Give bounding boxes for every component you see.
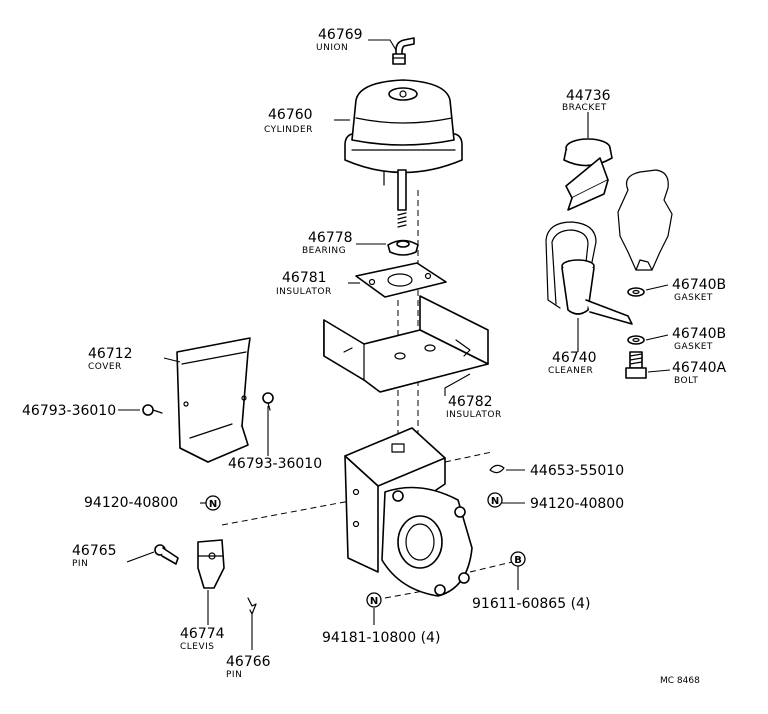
pin-lower-part [247,597,257,615]
bolt-flange-number: 91611-60865 (4) [472,596,590,612]
pin-lower-name: PIN [226,670,242,680]
nut-flange-number: 94181-10800 (4) [322,630,440,646]
screw-left-number: 46793-36010 [22,403,116,419]
bearing-name: BEARING [302,246,346,256]
label-pin-upper: 46765 PIN [72,543,117,569]
label-bolt: 46740A BOLT [672,360,727,386]
cover-name: COVER [88,362,122,372]
badge-bolt-flange: B [510,551,526,567]
label-cleaner: 46740 CLEANER [548,350,597,376]
clip-part [489,464,505,474]
label-nut-right: 94120-40800 [530,496,624,512]
gasket-lower-part [627,335,645,345]
label-nut-left: 94120-40800 [84,495,178,511]
pin-upper-name: PIN [72,559,88,569]
nut-right-number: 94120-40800 [530,496,624,512]
label-union: 46769 UNION [316,27,363,53]
insulator-plate-number: 46781 [282,270,327,286]
insulator-bracket-name: INSULATOR [446,410,502,420]
clip-number: 44653-55010 [530,463,624,479]
phantom-part [617,169,673,271]
gasket-lower-name: GASKET [674,342,713,352]
clevis-part [197,539,225,589]
pin-upper-number: 46765 [72,543,117,559]
gasket-upper-part [627,287,645,297]
bracket-part [563,138,613,211]
label-gasket-lower: 46740B GASKET [672,326,726,352]
label-bracket: 44736 BRACKET [562,88,611,113]
label-gasket-upper: 46740B GASKET [672,277,726,303]
gasket-upper-name: GASKET [674,293,713,303]
cover-part [176,337,251,463]
gasket-upper-number: 46740B [672,277,726,293]
label-bearing: 46778 BEARING [302,230,353,256]
badge-nut-flange: N [366,592,382,608]
clevis-number: 46774 [180,626,225,642]
label-nut-flange: 94181-10800 (4) [322,630,440,646]
bolt-name: BOLT [674,376,698,386]
svg-text:N: N [370,596,378,607]
label-clip: 44653-55010 [530,463,624,479]
cylinder-number: 46760 [268,107,313,123]
insulator-plate-name: INSULATOR [276,287,332,297]
label-bolt-flange: 91611-60865 (4) [472,596,590,612]
svg-text:N: N [209,499,217,510]
bolt-number: 46740A [672,360,727,376]
drawing-reference: MC 8468 [660,676,700,686]
bracket-name: BRACKET [562,103,607,113]
label-insulator-plate: 46781 INSULATOR [276,270,332,297]
label-screw-right: 46793-36010 [228,456,322,472]
label-insulator-bracket: 46782 INSULATOR [446,394,502,420]
badge-nut-right: N [487,492,503,508]
label-cover: 46712 COVER [88,346,133,372]
pin-upper-part [154,544,179,565]
cylinder-part [344,79,463,228]
insulator-plate-part [355,262,447,298]
screw-left-part [142,404,163,416]
bolt-part [625,351,647,379]
gasket-lower-number: 46740B [672,326,726,342]
bracket-number: 44736 [566,88,611,104]
svg-text:B: B [514,555,522,566]
cover-number: 46712 [88,346,133,362]
cleaner-number: 46740 [552,350,597,366]
label-clevis: 46774 CLEVIS [180,626,225,652]
union-name: UNION [316,43,348,53]
label-screw-left: 46793-36010 [22,403,116,419]
insulator-bracket-part [323,295,489,393]
union-number: 46769 [318,27,363,43]
insulator-bracket-number: 46782 [448,394,493,410]
cleaner-name: CLEANER [548,366,593,376]
bearing-part [387,239,419,256]
mount-bracket-part [344,427,446,573]
flange-body-part [381,486,473,597]
union-part [392,37,415,65]
svg-text:N: N [491,496,499,507]
clevis-name: CLEVIS [180,642,215,652]
nut-left-number: 94120-40800 [84,495,178,511]
leader-lines [118,39,671,650]
cleaner-part [545,221,633,325]
bearing-number: 46778 [308,230,353,246]
label-pin-lower: 46766 PIN [226,654,271,680]
cylinder-name: CYLINDER [264,125,313,135]
badge-nut-left: N [205,495,221,511]
pin-lower-number: 46766 [226,654,271,670]
screw-right-number: 46793-36010 [228,456,322,472]
screw-right-part [262,392,274,411]
label-cylinder: 46760 CYLINDER [264,107,313,135]
